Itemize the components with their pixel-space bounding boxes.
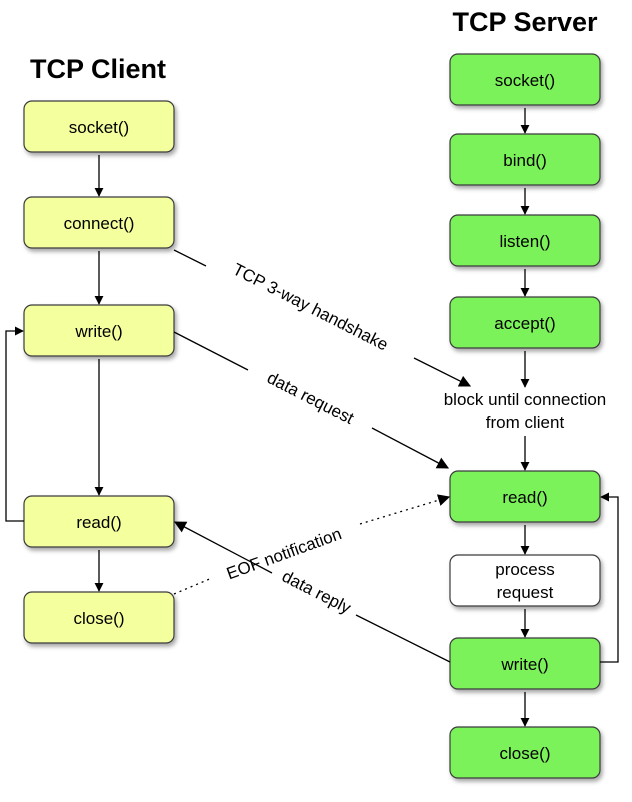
client-title: TCP Client <box>30 54 166 84</box>
handshake-line-a <box>173 249 207 267</box>
server-socket-node: socket() <box>449 53 601 106</box>
server-bind-label: bind() <box>503 151 546 170</box>
client-read-label: read() <box>76 513 121 532</box>
server-read-label: read() <box>502 488 547 507</box>
server-block-line1: block until connection <box>444 390 607 409</box>
data-request-label: data request <box>264 368 357 428</box>
client-connect-label: connect() <box>64 214 135 233</box>
server-process-node: process request <box>449 554 601 607</box>
server-write-node: write() <box>449 637 601 690</box>
server-block-line2: from client <box>486 413 565 432</box>
server-listen-node: listen() <box>449 214 601 267</box>
server-title: TCP Server <box>452 7 598 37</box>
server-close-label: close() <box>499 744 550 763</box>
server-listen-label: listen() <box>499 232 550 251</box>
server-bind-node: bind() <box>449 133 601 186</box>
server-accept-label: accept() <box>494 314 555 333</box>
server-socket-label: socket() <box>495 71 555 90</box>
data-request-line-b <box>371 427 450 469</box>
server-process-line1: process <box>495 560 555 579</box>
handshake-label: TCP 3-way handshake <box>230 260 392 355</box>
data-reply-line-a <box>355 614 451 663</box>
server-read-node: read() <box>449 470 601 523</box>
client-socket-node: socket() <box>23 100 175 153</box>
client-write-label: write() <box>74 322 122 341</box>
client-write-node: write() <box>23 304 175 357</box>
eof-line-a <box>173 577 213 595</box>
server-accept-node: accept() <box>449 296 601 349</box>
data-request-line-a <box>173 331 249 371</box>
arrow-server-loop <box>600 492 619 663</box>
client-close-label: close() <box>73 609 124 628</box>
arrow-client-loop <box>5 326 24 522</box>
handshake-line-b <box>413 357 472 387</box>
data-reply-line-b <box>173 521 273 574</box>
server-write-label: write() <box>500 655 548 674</box>
client-read-node: read() <box>23 495 175 548</box>
server-process-line2: request <box>497 583 554 602</box>
server-block-note: block until connection from client <box>444 390 607 432</box>
server-close-node: close() <box>449 726 601 779</box>
data-reply-label: data reply <box>279 567 355 618</box>
eof-line-b <box>359 494 451 525</box>
client-close-node: close() <box>23 591 175 644</box>
client-connect-node: connect() <box>23 196 175 249</box>
client-socket-label: socket() <box>69 118 129 137</box>
